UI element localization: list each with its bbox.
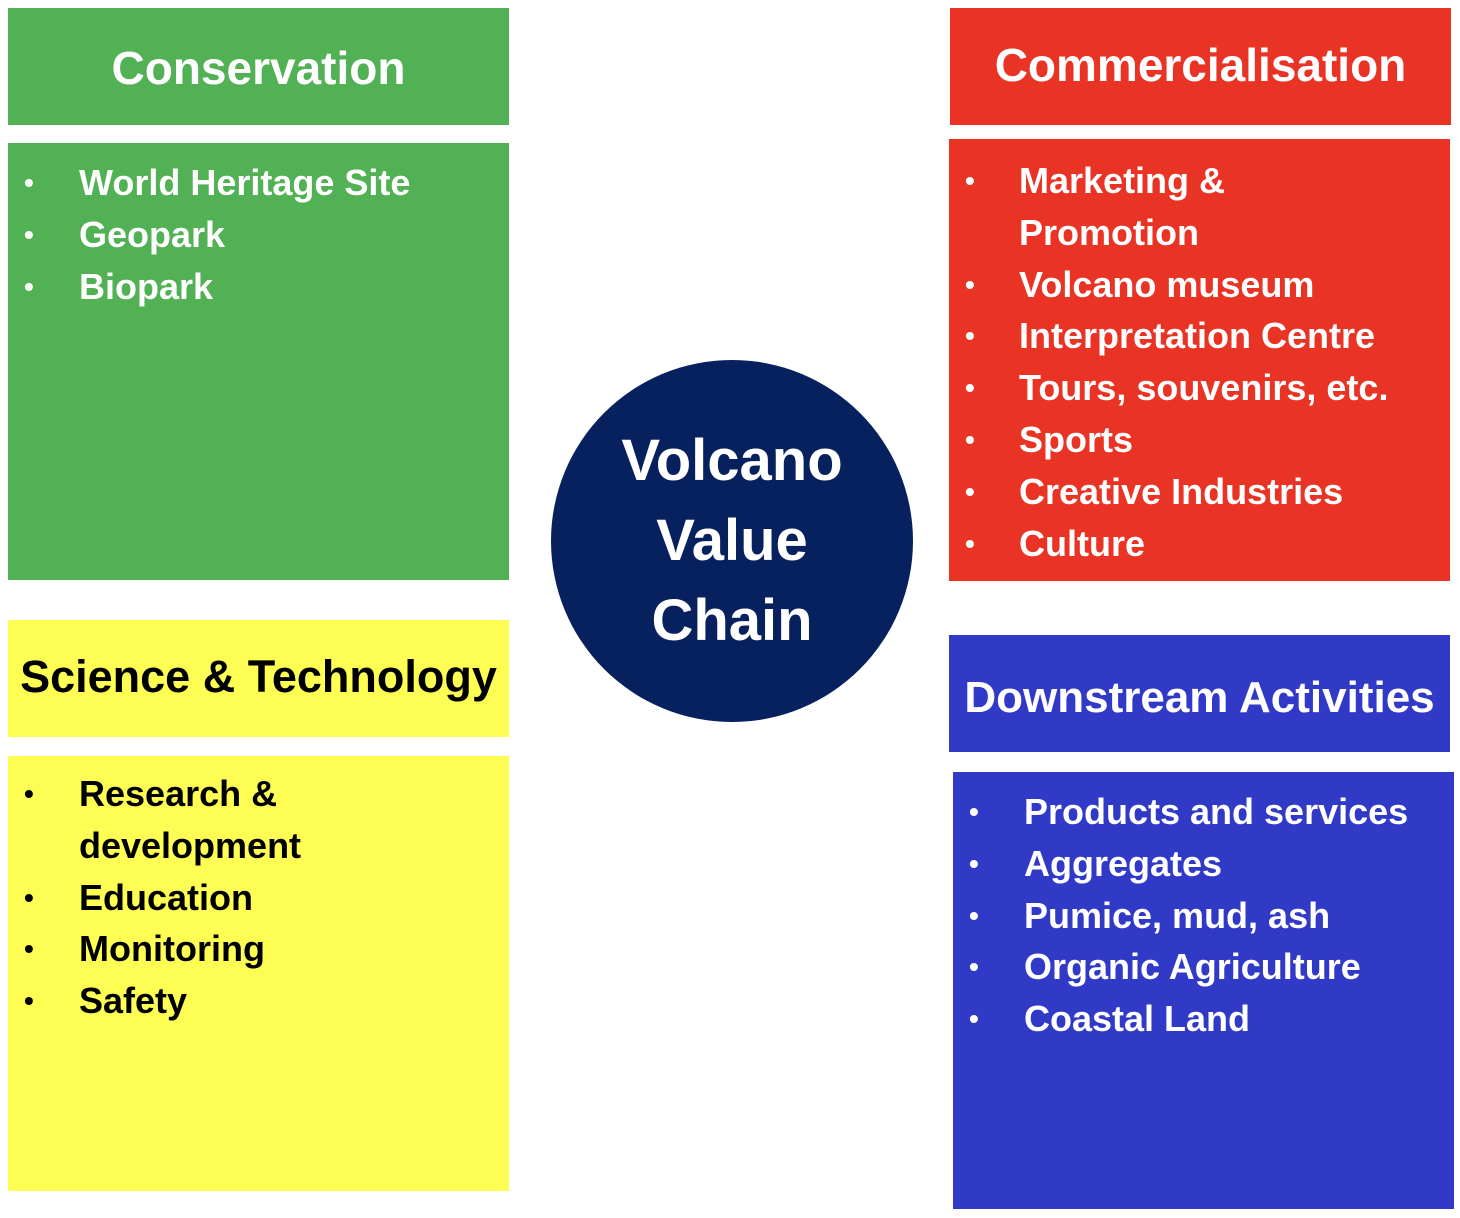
downstream-activities-panel: Products and services Aggregates Pumice,…: [953, 772, 1454, 1209]
centre-label-line: Volcano: [621, 428, 843, 493]
list-item: World Heritage Site: [8, 157, 509, 209]
conservation-panel: World Heritage Site Geopark Biopark: [8, 143, 509, 580]
list-item: Monitoring: [8, 923, 509, 975]
conservation-header: Conservation: [8, 8, 509, 125]
commercialisation-list: Marketing & Promotion Volcano museum Int…: [949, 155, 1450, 569]
commercialisation-header: Commercialisation: [950, 8, 1451, 125]
list-item: Sports: [949, 414, 1450, 466]
list-item: Pumice, mud, ash: [953, 890, 1454, 942]
list-item: Geopark: [8, 209, 509, 261]
volcano-value-chain-circle: Volcano Value Chain: [551, 360, 913, 722]
list-item: Biopark: [8, 261, 509, 313]
list-item: Interpretation Centre: [949, 310, 1450, 362]
science-technology-list: Research & development Education Monitor…: [8, 768, 509, 1027]
list-item: Volcano museum: [949, 259, 1450, 311]
conservation-list: World Heritage Site Geopark Biopark: [8, 157, 509, 312]
centre-label-line: Chain: [651, 588, 813, 653]
list-item: Tours, souvenirs, etc.: [949, 362, 1450, 414]
science-technology-panel: Research & development Education Monitor…: [8, 756, 509, 1191]
list-item: Safety: [8, 975, 509, 1027]
science-technology-header: Science & Technology: [8, 620, 509, 737]
downstream-activities-list: Products and services Aggregates Pumice,…: [953, 786, 1454, 1045]
centre-label-line: Value: [656, 508, 808, 573]
commercialisation-panel: Marketing & Promotion Volcano museum Int…: [949, 139, 1450, 581]
list-item: Marketing & Promotion: [949, 155, 1450, 259]
list-item-text: Research & development: [79, 773, 302, 866]
list-item: Creative Industries: [949, 466, 1450, 518]
list-item: Aggregates: [953, 838, 1454, 890]
list-item: Education: [8, 872, 509, 924]
list-item: Research & development: [8, 768, 509, 872]
downstream-activities-header: Downstream Activities: [949, 635, 1450, 752]
list-item: Products and services: [953, 786, 1454, 838]
list-item: Organic Agriculture: [953, 941, 1454, 993]
list-item: Culture: [949, 518, 1450, 570]
list-item: Coastal Land: [953, 993, 1454, 1045]
list-item-text: Marketing & Promotion: [1019, 160, 1226, 253]
